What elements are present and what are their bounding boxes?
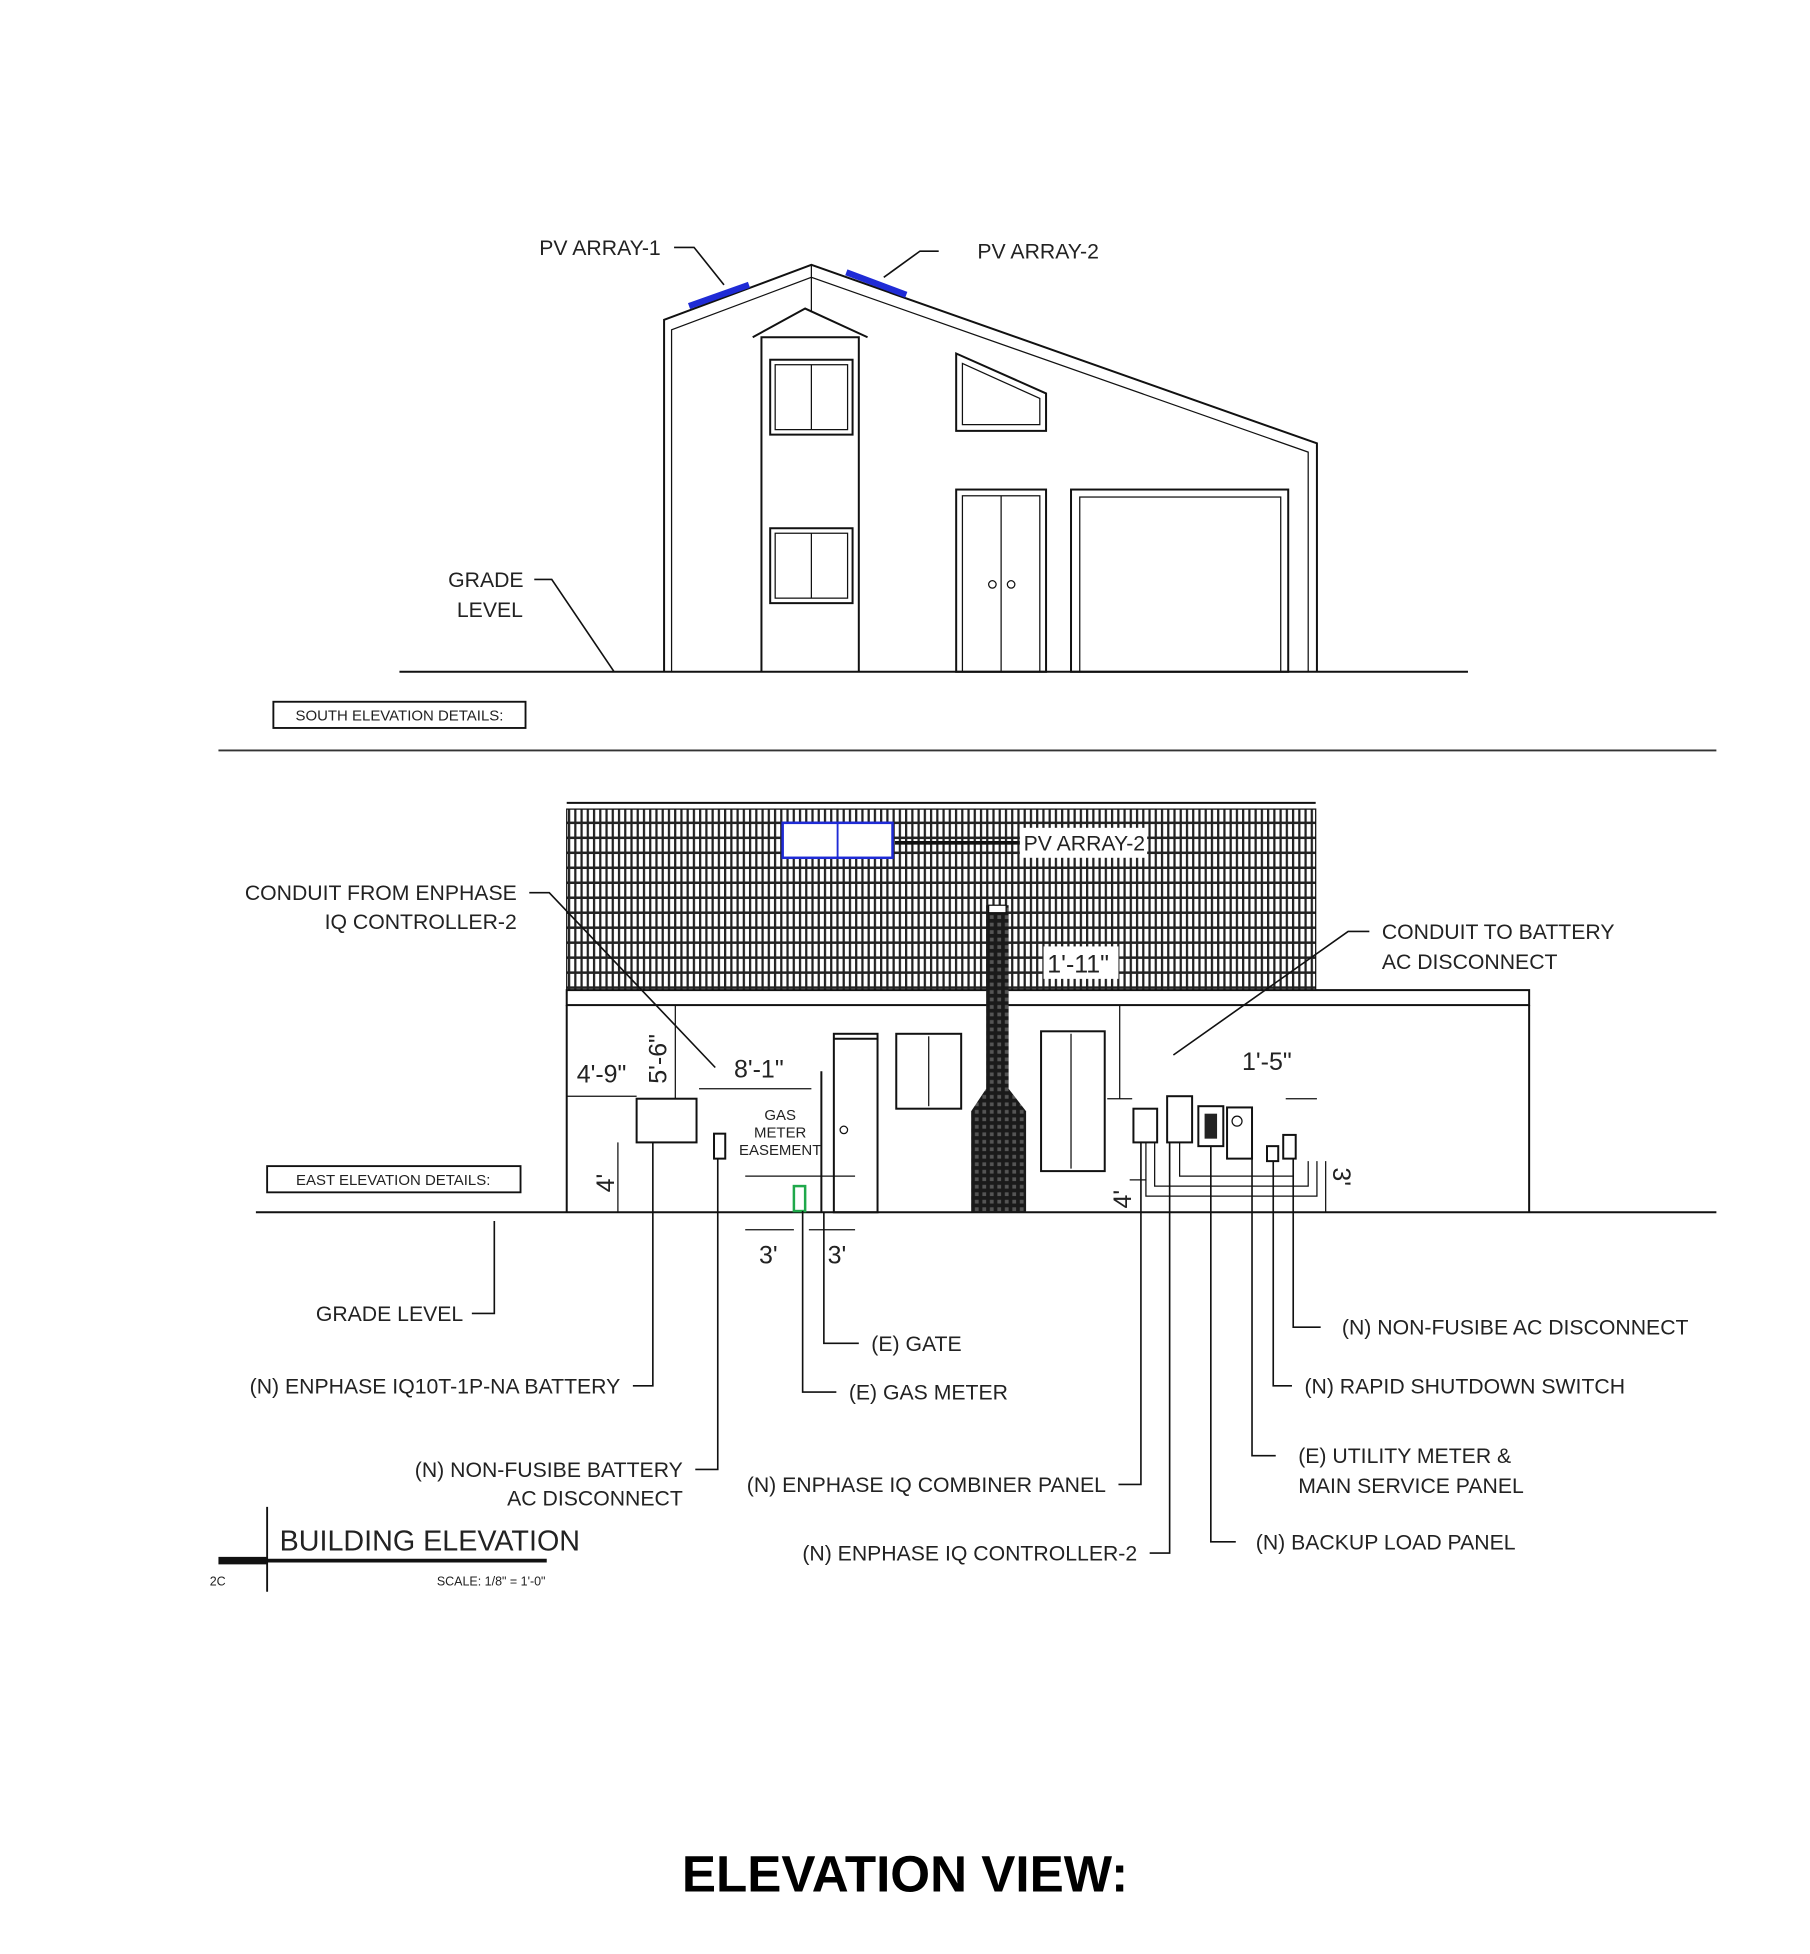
east-section-label: EAST ELEVATION DETAILS: xyxy=(296,1172,490,1189)
dim-4-equipment: 4' xyxy=(1109,1190,1137,1209)
utility-meter xyxy=(1226,1106,1254,1160)
battery-ac-disconnect xyxy=(713,1132,727,1160)
callout-utility-meter-line1: (E) UTILITY METER & xyxy=(1298,1445,1511,1468)
south-elevation: PV ARRAY-1 PV ARRAY-2 GRADE LEVEL SOUTH … xyxy=(272,237,1468,729)
east-window-2 xyxy=(1040,1030,1106,1173)
eave-band xyxy=(565,989,1531,1007)
pv-array-1-panels xyxy=(688,281,751,309)
double-door xyxy=(955,488,1048,673)
conduit-from-line1: CONDUIT FROM ENPHASE xyxy=(245,882,517,905)
pv-array-2-panels xyxy=(845,269,908,298)
east-pv-array-2-label: PV ARRAY-2 xyxy=(1024,832,1145,855)
roof-shingles xyxy=(566,808,1317,991)
pv-array-2-leader xyxy=(883,250,939,278)
grade-label-line2: LEVEL xyxy=(457,599,523,622)
callout-battery-disconnect-line1: (N) NON-FUSIBE BATTERY xyxy=(415,1459,683,1482)
drawing-scale: SCALE: 1/8" = 1'-0" xyxy=(437,1575,546,1589)
callout-ac-disconnect: (N) NON-FUSIBE AC DISCONNECT xyxy=(1342,1317,1689,1340)
side-door xyxy=(832,1032,879,1214)
east-window-1 xyxy=(895,1032,963,1110)
conduit-to-line2: AC DISCONNECT xyxy=(1382,951,1558,974)
dim-3-disconnect: 3' xyxy=(1327,1167,1355,1186)
east-section-box xyxy=(266,1165,522,1194)
rapid-shutdown-switch xyxy=(1266,1145,1280,1163)
callout-grade-level: GRADE LEVEL xyxy=(316,1303,464,1326)
ac-disconnect xyxy=(1282,1133,1297,1160)
callout-rapid-shutdown: (N) RAPID SHUTDOWN SWITCH xyxy=(1304,1375,1625,1398)
combiner-panel xyxy=(1132,1107,1159,1144)
callout-utility-meter-line2: MAIN SERVICE PANEL xyxy=(1298,1475,1524,1498)
gas-easement-line1: GAS xyxy=(764,1107,796,1124)
callouts: GRADE LEVEL (N) ENPHASE IQ10T-1P-NA BATT… xyxy=(250,1142,1689,1566)
drawing-title: BUILDING ELEVATION xyxy=(280,1526,580,1558)
grade-leader xyxy=(534,578,615,673)
gas-easement-line2: METER xyxy=(754,1124,807,1141)
pv-array-1-label: PV ARRAY-1 xyxy=(539,237,660,260)
tower xyxy=(760,336,860,672)
title-block: BUILDING ELEVATION SCALE: 1/8" = 1'-0" 2… xyxy=(210,1506,580,1592)
dim-8-1: 8'-1" xyxy=(734,1055,784,1083)
callout-gas-meter: (E) GAS METER xyxy=(849,1382,1008,1405)
sheet-ref: 2C xyxy=(210,1575,226,1589)
callout-backup-load-panel: (N) BACKUP LOAD PANEL xyxy=(1256,1531,1516,1554)
conduit-from-leader xyxy=(529,891,716,1069)
page-title: ELEVATION VIEW: xyxy=(682,1845,1128,1902)
gas-easement-line3: EASEMENT xyxy=(739,1142,821,1159)
gas-meter xyxy=(792,1184,807,1213)
dim-3-left: 3' xyxy=(759,1241,778,1269)
callout-battery: (N) ENPHASE IQ10T-1P-NA BATTERY xyxy=(250,1375,621,1398)
dim-4-9: 4'-9" xyxy=(577,1060,627,1088)
pv-array-1-leader xyxy=(674,246,725,286)
callout-iq-controller: (N) ENPHASE IQ CONTROLLER-2 xyxy=(802,1543,1137,1566)
conduit-from-line2: IQ CONTROLLER-2 xyxy=(325,911,517,934)
dim-3-right: 3' xyxy=(828,1241,847,1269)
south-section-box xyxy=(272,700,527,729)
conduit-to-line1: CONDUIT TO BATTERY xyxy=(1382,921,1615,944)
dim-1-5: 1'-5" xyxy=(1242,1048,1292,1076)
pv-array-2-label: PV ARRAY-2 xyxy=(977,241,1098,264)
backup-panel-detail xyxy=(1204,1113,1218,1139)
conduit-to-leader xyxy=(1172,930,1370,1056)
callout-combiner-panel: (N) ENPHASE IQ COMBINER PANEL xyxy=(747,1474,1106,1497)
dim-4-battery: 4' xyxy=(592,1174,620,1193)
dim-1-11: 1'-11" xyxy=(1047,951,1109,979)
window-upper xyxy=(769,358,854,436)
south-section-label: SOUTH ELEVATION DETAILS: xyxy=(295,707,503,724)
clerestory-window xyxy=(955,351,1048,432)
callout-gate: (E) GATE xyxy=(871,1333,961,1356)
meter-dial xyxy=(1231,1115,1243,1127)
iq-controller xyxy=(1166,1095,1194,1144)
chimney xyxy=(971,904,1027,1213)
callout-battery-disconnect-line2: AC DISCONNECT xyxy=(507,1488,683,1511)
grade-label-line1: GRADE xyxy=(448,569,523,592)
east-elevation: PV ARRAY-2 xyxy=(245,801,1717,1566)
conduit-run-2 xyxy=(1154,1142,1309,1187)
dim-1-11-bg xyxy=(1043,946,1119,979)
window-lower xyxy=(769,527,854,605)
east-pv-array-2 xyxy=(781,821,894,860)
garage-door xyxy=(1070,488,1290,673)
tower-gable xyxy=(752,307,868,339)
dimension-lines xyxy=(566,1005,1327,1231)
east-pv-label-bg xyxy=(1019,827,1148,858)
dim-5-6: 5'-6" xyxy=(645,1034,673,1084)
battery-unit xyxy=(635,1097,698,1144)
conduit-run-1 xyxy=(1145,1142,1318,1197)
